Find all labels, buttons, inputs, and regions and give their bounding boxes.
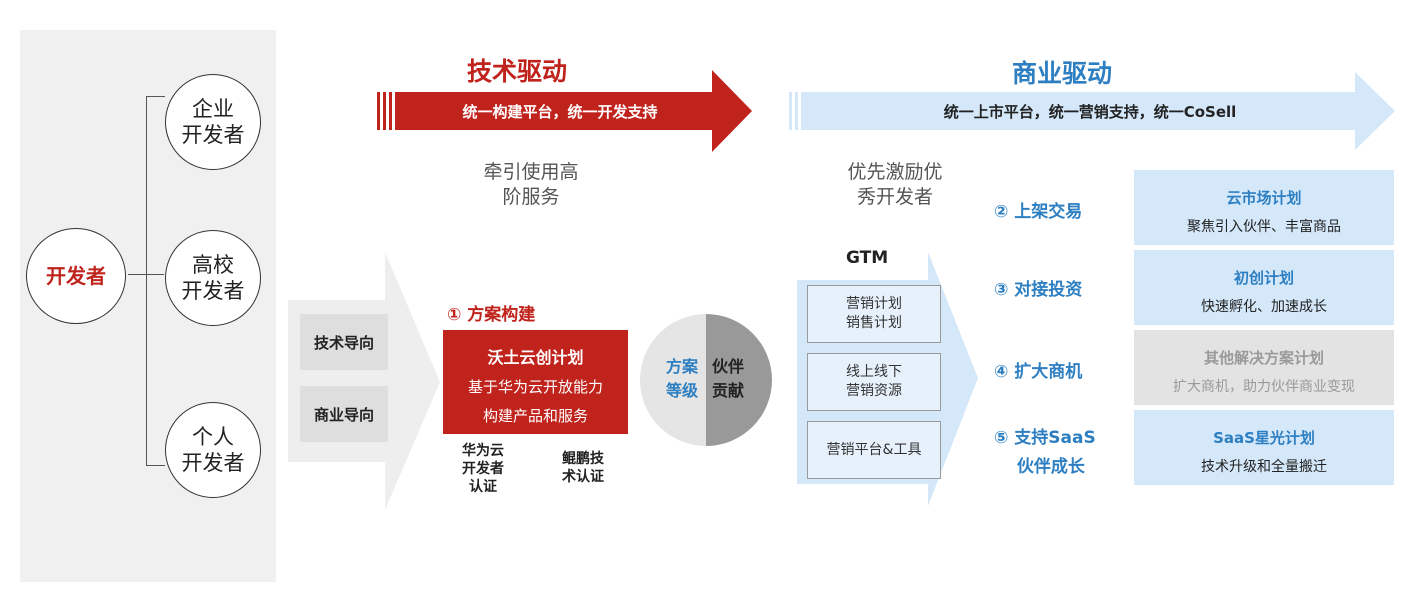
tech-drive-arrow-text: 统一构建平台，统一开发支持 bbox=[462, 103, 658, 121]
business-drive-title: 商业驱动 bbox=[1012, 59, 1113, 88]
other-solution-plan-desc: 扩大商机，助力伙伴商业变现 bbox=[1173, 379, 1355, 395]
tech-orientation-box: 技术导向 bbox=[300, 314, 388, 370]
solution-step-label: ① 方案构建 bbox=[447, 305, 536, 325]
gtm-item-marketing-plan: 营销计划 销售计划 bbox=[807, 285, 941, 343]
startup-plan-title: 初创计划 bbox=[1233, 269, 1294, 287]
wotu-plan-title: 沃土云创计划 bbox=[487, 348, 584, 367]
tech-drive-note: 牵引使用高 阶服务 bbox=[483, 161, 579, 208]
kunpeng-cert: 鲲鹏技 术认证 bbox=[562, 451, 604, 486]
business-drive-arrow bbox=[789, 72, 1395, 150]
university-developer-circle: 高校 开发者 bbox=[165, 230, 261, 326]
step-expand-opportunity: ④ 扩大商机 bbox=[994, 362, 1083, 382]
huawei-cloud-cert: 华为云 开发者 认证 bbox=[462, 443, 504, 496]
other-solution-plan-title: 其他解决方案计划 bbox=[1203, 349, 1324, 367]
gtm-title: GTM bbox=[846, 248, 889, 268]
gtm-item-marketing-resources: 线上线下 营销资源 bbox=[807, 353, 941, 411]
business-drive-note: 优先激励优 秀开发者 bbox=[847, 161, 943, 208]
bracket-mid bbox=[146, 274, 164, 275]
tech-drive-arrow bbox=[377, 70, 752, 152]
pie-left-label: 方案 等级 bbox=[665, 357, 698, 400]
business-orientation-box: 商业导向 bbox=[300, 386, 388, 442]
individual-developer-circle: 个人 开发者 bbox=[165, 402, 261, 498]
enterprise-developer-circle: 企业 开发者 bbox=[165, 74, 261, 170]
cloud-market-plan-title: 云市场计划 bbox=[1226, 189, 1302, 207]
developer-center-circle: 开发者 bbox=[26, 228, 126, 324]
wotu-plan-box: 沃土云创计划 基于华为云开放能力 构建产品和服务 bbox=[443, 330, 628, 434]
startup-plan-card: 初创计划 快速孵化、加速成长 bbox=[1134, 250, 1394, 325]
step-listing-trade: ② 上架交易 bbox=[994, 202, 1083, 222]
saas-starlight-plan-card: SaaS星光计划 技术升级和全量搬迁 bbox=[1134, 410, 1394, 485]
startup-plan-desc: 快速孵化、加速成长 bbox=[1201, 299, 1327, 315]
gtm-item-marketing-platform: 营销平台&工具 bbox=[807, 421, 941, 479]
tech-drive-title: 技术驱动 bbox=[467, 57, 568, 86]
wotu-plan-line1: 基于华为云开放能力 bbox=[467, 378, 603, 396]
pie-right-label: 伙伴 贡献 bbox=[711, 357, 744, 400]
saas-starlight-plan-title: SaaS星光计划 bbox=[1213, 429, 1315, 447]
pie-left-half bbox=[640, 314, 706, 446]
wotu-plan-line2: 构建产品和服务 bbox=[482, 407, 588, 425]
saas-starlight-plan-desc: 技术升级和全量搬迁 bbox=[1201, 459, 1327, 475]
developer-bracket bbox=[146, 96, 165, 466]
business-drive-arrow-text: 统一上市平台，统一营销支持，统一CoSell bbox=[943, 103, 1237, 121]
cloud-market-plan-card: 云市场计划 聚焦引入伙伴、丰富商品 bbox=[1134, 170, 1394, 245]
cloud-market-plan-desc: 聚焦引入伙伴、丰富商品 bbox=[1187, 219, 1341, 235]
other-solution-plan-card: 其他解决方案计划 扩大商机，助力伙伴商业变现 bbox=[1134, 330, 1394, 405]
bracket-stem bbox=[128, 274, 146, 275]
step-investment: ③ 对接投资 bbox=[994, 280, 1083, 300]
pie-right-half bbox=[706, 314, 772, 446]
step-saas-growth: ⑤ 支持SaaS 伙伴成长 bbox=[994, 428, 1096, 477]
orientation-chevron bbox=[288, 252, 440, 510]
